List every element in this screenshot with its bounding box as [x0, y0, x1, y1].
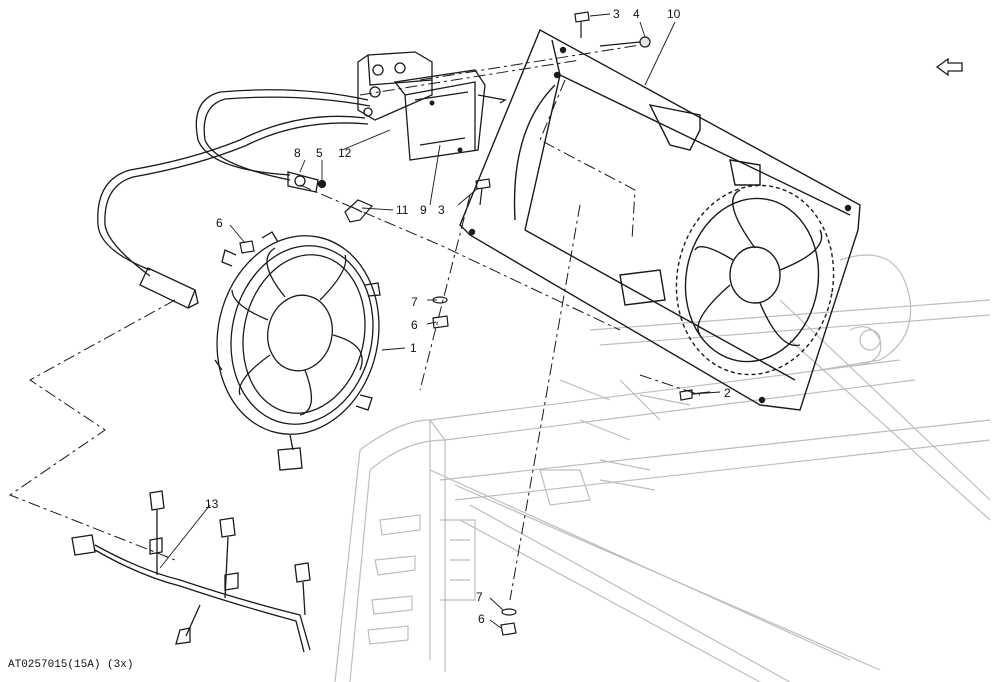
callout-10: 10	[667, 7, 681, 21]
callout-12: 12	[338, 146, 352, 160]
callout-1: 1	[410, 341, 417, 355]
callout-3-middle: 3	[438, 203, 445, 217]
callout-labels: 3 4 10 8 5 12 11 9 3 6 7 6 1 2 13 7 6	[205, 7, 731, 626]
machine-frame-phantom	[334, 254, 991, 682]
callout-9: 9	[420, 203, 427, 217]
fan-shroud-bracket	[459, 29, 861, 411]
callout-11: 11	[396, 203, 409, 217]
callout-2: 2	[724, 386, 731, 400]
control-box	[357, 51, 507, 161]
figure-reference: AT0257015(15A) (3x)	[8, 659, 133, 671]
callout-13: 13	[205, 497, 219, 511]
callout-6-bottom: 6	[478, 612, 485, 626]
hardware	[239, 11, 711, 636]
callout-6-middle: 6	[411, 318, 418, 332]
callout-3-top: 3	[613, 7, 620, 21]
callout-7-middle: 7	[411, 295, 418, 309]
assembly-lines	[8, 44, 701, 601]
leader-lines	[159, 13, 721, 629]
direction-arrow-icon	[935, 57, 963, 77]
sensor-cable	[97, 89, 371, 309]
callout-5: 5	[316, 146, 323, 160]
callout-6-left: 6	[216, 216, 223, 230]
wiring-harness	[71, 490, 311, 653]
callout-4: 4	[633, 7, 640, 21]
cooling-fan	[214, 231, 381, 471]
callout-7-bottom: 7	[476, 590, 483, 604]
callout-8: 8	[294, 146, 301, 160]
